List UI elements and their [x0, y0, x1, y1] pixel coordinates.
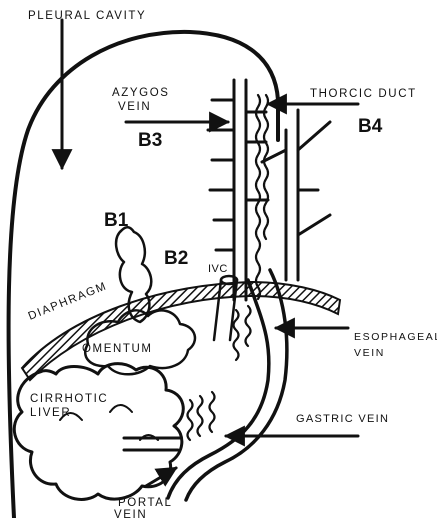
label-portal-vein: VEIN: [114, 509, 147, 518]
collateral-vessels-thoracic-2: [264, 95, 268, 239]
label-thoracic-duct: THORCIC DUCT: [310, 88, 417, 100]
label-pleural-cavity: PLEURAL CAVITY: [28, 10, 146, 22]
label-b3: B3: [138, 130, 162, 151]
label-b2: B2: [164, 248, 188, 269]
label-cirrhotic: CIRRHOTIC: [30, 393, 108, 405]
liver-inner-curves: [60, 405, 158, 440]
label-b4: B4: [358, 116, 383, 137]
label-portal: PORTAL: [118, 497, 173, 509]
label-azygos: AZYGOS: [112, 87, 170, 99]
label-liver: LIVER: [30, 407, 71, 419]
label-ivc: IVC: [208, 263, 228, 275]
collateral-vessels-thoracic: [256, 95, 260, 299]
label-azygos-vein: VEIN: [118, 101, 151, 113]
esophageal-collaterals: [234, 306, 251, 360]
thoracic-duct: [262, 110, 330, 280]
label-b1: B1: [104, 210, 129, 231]
label-esophageal: ESOPHAGEAL: [354, 331, 437, 343]
label-gastric-vein: GASTRIC VEIN: [296, 413, 389, 425]
label-esophageal-vein: VEIN: [354, 347, 385, 359]
gastric-vessels: [188, 392, 215, 440]
label-omentum: OMENTUM: [82, 343, 153, 355]
portal-vein-vessel: [124, 438, 180, 450]
esophagus-right-wall: [186, 270, 287, 500]
